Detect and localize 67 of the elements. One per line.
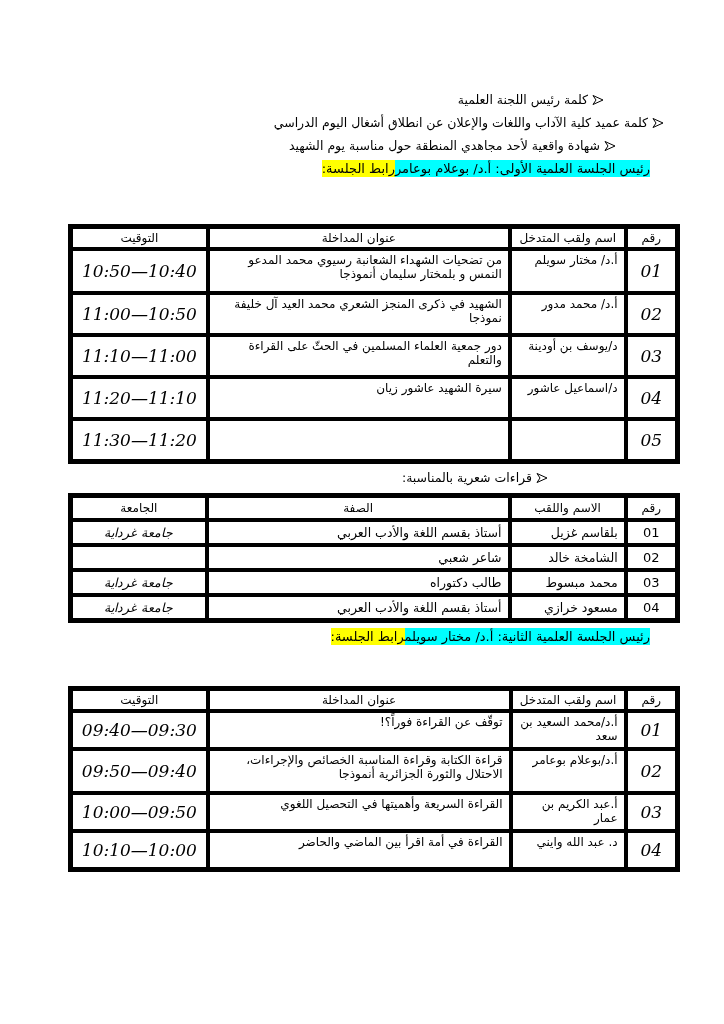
participant-title: أستاذ بقسم اللغة والأدب العربي xyxy=(337,600,502,615)
university-name: جامعة غرداية xyxy=(104,525,174,540)
time-slot: 09:50—09:40 xyxy=(81,761,197,781)
talk-title: دور جمعية العلماء المسلمين في الحثّ على القراءة والتعلم xyxy=(248,339,502,367)
participant-name: بلقاسم غزيل xyxy=(550,525,618,540)
participant-name: الشامخة خالد xyxy=(548,550,618,565)
column-header: التوقيت xyxy=(120,231,159,245)
session-link-label: رابط الجلسة: xyxy=(321,160,395,177)
column-header: الجامعة xyxy=(120,501,158,515)
speaker-name: أ.د/ محمد مدور xyxy=(541,297,618,311)
speaker-name: د/يوسف بن أودينة xyxy=(528,339,618,353)
participant-title: طالب دكتوراه xyxy=(429,575,502,590)
speaker-name: د/اسماعيل عاشور xyxy=(527,381,618,395)
column-header: التوقيت xyxy=(120,693,159,707)
talk-title: القراءة في أمة اقرأ بين الماضي والحاضر xyxy=(298,835,503,849)
row-number: 04 xyxy=(640,388,663,408)
talk-title: توقّف عن القراءة فوراً؟! xyxy=(379,715,503,729)
row-number: 03 xyxy=(640,802,663,822)
column-header: رقم xyxy=(641,501,662,515)
speaker-name: د. عبد الله وايني xyxy=(536,835,618,849)
time-slot: 10:50—10:40 xyxy=(81,261,197,281)
time-slot: 11:00—10:50 xyxy=(81,304,197,324)
row-number: 03 xyxy=(643,575,660,590)
participant-title: شاعر شعبي xyxy=(438,550,502,565)
row-number: 04 xyxy=(643,600,660,615)
column-header: الصفة xyxy=(343,501,374,515)
column-header: الاسم واللقب xyxy=(534,501,601,515)
row-number: 04 xyxy=(640,840,663,860)
time-slot: 10:10—10:00 xyxy=(81,840,197,860)
talk-title: القراءة السريعة وأهميتها في التحصيل اللغوي xyxy=(280,797,503,811)
column-header: عنوان المداخلة xyxy=(321,231,396,245)
time-slot: 11:30—11:20 xyxy=(81,430,197,450)
row-number: 03 xyxy=(640,346,663,366)
time-slot: 11:10—11:00 xyxy=(81,346,197,366)
row-number: 02 xyxy=(640,304,663,324)
speaker-name: أ.د/بوعلام بوعامر xyxy=(532,753,618,767)
column-header: رقم xyxy=(641,231,662,245)
row-number: 01 xyxy=(643,525,660,540)
column-header: عنوان المداخلة xyxy=(321,693,397,707)
time-slot: 09:40—09:30 xyxy=(81,720,197,740)
column-header: اسم ولقب المتدخل xyxy=(519,693,617,707)
university-name: جامعة غرداية xyxy=(104,575,174,590)
row-number: 02 xyxy=(643,550,660,565)
talk-title: من تضحيات الشهداء الشعانبة رسيوي محمد المدعو النمس و بلمختار سليمان أنموذجا xyxy=(248,253,502,281)
speaker-name: أ.د/محمد السعيد بن سعد xyxy=(520,715,618,743)
row-number: 01 xyxy=(640,261,663,281)
speaker-name: أ.عبد الكريم بن عمار xyxy=(541,797,618,825)
time-slot: 10:00—09:50 xyxy=(81,802,197,822)
session-link-label: رابط الجلسة: xyxy=(330,628,405,645)
participant-title: أستاذ بقسم اللغة والأدب العربي xyxy=(337,525,502,540)
talk-title: الشهيد في ذكرى المنجز الشعري محمد العيد آل خليفة نموذجا xyxy=(234,297,502,325)
row-number: 01 xyxy=(640,720,663,740)
talk-title: قراءة الكتابة وقراءة المناسبة الخصائص والإجراءات، الاحتلال والثورة الجزائرية أنموذجا xyxy=(246,753,503,781)
agenda-item: شهادة واقعية لأحد مجاهدي المنطقة حول مناسبة يوم الشهيد xyxy=(288,138,600,153)
participant-name: محمد مبسوط xyxy=(545,575,618,590)
participant-name: مسعود خرازي xyxy=(543,600,618,615)
talk-title: سيرة الشهيد عاشور زيان xyxy=(376,381,502,395)
agenda-item: قراءات شعرية بالمناسبة: xyxy=(401,470,532,485)
column-header: اسم ولقب المتدخل xyxy=(519,231,617,245)
speaker-name: أ.د/ مختار سويلم xyxy=(534,253,618,267)
agenda-item: كلمة عميد كلية الآداب واللغات والإعلان عن انطلاق أشغال اليوم الدراسي xyxy=(273,115,648,130)
row-number: 02 xyxy=(640,761,663,781)
agenda-item: كلمة رئيس اللجنة العلمية xyxy=(457,92,588,107)
row-number: 05 xyxy=(640,430,663,450)
university-name: جامعة غرداية xyxy=(104,600,174,615)
time-slot: 11:20—11:10 xyxy=(81,388,197,408)
column-header: رقم xyxy=(641,693,662,707)
